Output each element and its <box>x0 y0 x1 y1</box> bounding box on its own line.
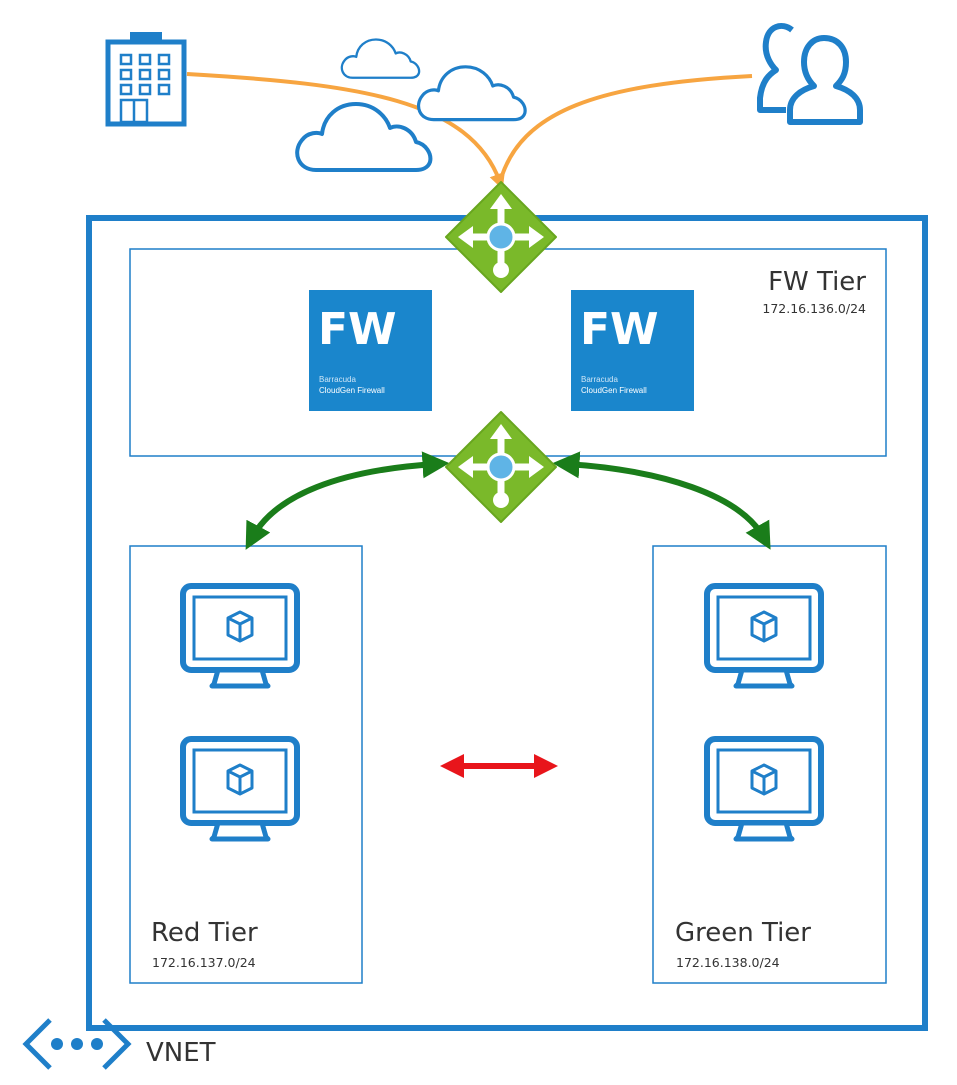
firewall-product: CloudGen Firewall <box>319 386 385 395</box>
building-icon <box>105 32 187 127</box>
firewall-appliance-1: FW Barracuda CloudGen Firewall <box>309 290 432 411</box>
firewall-vendor: Barracuda <box>319 375 356 384</box>
firewall-tile <box>571 290 694 411</box>
fw-tier-cidr: 172.16.136.0/24 <box>762 301 866 316</box>
cloud-icon <box>340 38 421 79</box>
red-tier-name: Red Tier <box>151 918 258 948</box>
users-icon <box>757 23 863 125</box>
red-tier-subnet <box>129 545 363 984</box>
flow-arrow-lb-to-red-tier <box>245 451 450 550</box>
flow-arrow-lb-to-green-tier <box>552 451 771 550</box>
cloud-icon <box>295 102 433 172</box>
firewall-appliance-2: FW Barracuda CloudGen Firewall <box>571 290 694 411</box>
green-tier-cidr: 172.16.138.0/24 <box>676 955 780 970</box>
cloud-icon <box>416 65 527 122</box>
red-tier-cidr: 172.16.137.0/24 <box>152 955 256 970</box>
flow-arrow-building-to-lb <box>186 72 505 190</box>
flow-arrow-users-to-lb <box>498 74 753 183</box>
fw-tier-name: FW Tier <box>768 267 866 297</box>
firewall-badge: FW <box>318 304 397 355</box>
firewall-vendor: Barracuda <box>581 375 618 384</box>
firewall-product: CloudGen Firewall <box>581 386 647 395</box>
firewall-tile <box>309 290 432 411</box>
green-tier-name: Green Tier <box>675 918 811 948</box>
vnet-icon <box>22 1018 132 1070</box>
firewall-badge: FW <box>580 304 659 355</box>
vnet-label: VNET <box>146 1038 216 1068</box>
